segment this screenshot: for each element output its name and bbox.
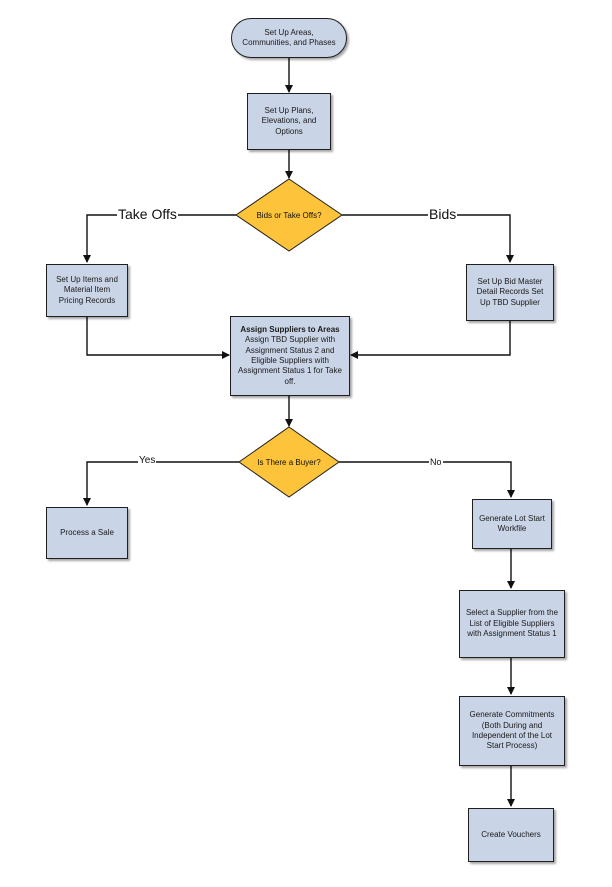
decision-bids-or-takeoffs-label: Bids or Take Offs?: [256, 210, 322, 220]
edge-items-to-assign: [86, 317, 230, 359]
process-generate-lot-start-label: Generate Lot Start Workfile: [479, 513, 545, 533]
edge-label-yes: Yes: [138, 455, 157, 466]
decision-bids-or-takeoffs-shape: [235, 178, 343, 252]
edge-yes: [83, 461, 239, 506]
process-generate-commitments-label: Generate Commitments (Both During and In…: [469, 710, 555, 751]
decision-buyer-shape: [238, 426, 340, 498]
start-node-label: Set Up Areas, Communities, and Phases: [242, 27, 336, 47]
process-assign-suppliers: Assign Suppliers to Areas Assign TBD Sup…: [230, 316, 350, 396]
process-set-up-items: Set Up Items and Material Item Pricing R…: [46, 264, 128, 317]
process-create-vouchers: Create Vouchers: [468, 808, 554, 862]
edge-label-bids: Bids: [428, 206, 458, 222]
decision-bids-or-takeoffs: Bids or Take Offs?: [236, 205, 342, 225]
process-create-vouchers-label: Create Vouchers: [481, 829, 541, 839]
process-select-supplier-label: Select a Supplier from the List of Eligi…: [465, 608, 559, 639]
process-set-up-bid-master-label: Set Up Bid Master Detail Records Set Up …: [476, 276, 544, 307]
process-generate-lot-start: Generate Lot Start Workfile: [472, 499, 552, 549]
process-set-up-items-label: Set Up Items and Material Item Pricing R…: [56, 274, 118, 305]
process-set-up-plans: Set Up Plans, Elevations, and Options: [247, 93, 331, 150]
decision-is-there-a-buyer: Is There a Buyer?: [239, 452, 339, 472]
edge-label-take-offs: Take Offs: [117, 206, 178, 222]
edge-takeoffs: [83, 214, 236, 263]
process-assign-suppliers-text: Assign Suppliers to Areas Assign TBD Sup…: [235, 325, 345, 387]
edge-no: [339, 461, 515, 498]
process-assign-suppliers-body: Assign TBD Supplier with Assignment Stat…: [238, 335, 342, 386]
edge-bids: [342, 214, 514, 263]
decision-is-there-a-buyer-label: Is There a Buyer?: [257, 457, 321, 467]
process-generate-commitments: Generate Commitments (Both During and In…: [459, 696, 565, 766]
edge-bidmaster-to-assign: [350, 321, 511, 359]
process-assign-suppliers-title: Assign Suppliers to Areas: [240, 324, 340, 334]
start-node-set-up-areas: Set Up Areas, Communities, and Phases: [231, 18, 347, 58]
process-select-supplier: Select a Supplier from the List of Eligi…: [459, 590, 565, 658]
process-a-sale-label: Process a Sale: [60, 527, 114, 537]
process-set-up-plans-label: Set Up Plans, Elevations, and Options: [261, 105, 317, 136]
process-set-up-bid-master: Set Up Bid Master Detail Records Set Up …: [466, 264, 554, 321]
process-a-sale: Process a Sale: [46, 507, 128, 559]
edge-label-no: No: [429, 457, 443, 467]
